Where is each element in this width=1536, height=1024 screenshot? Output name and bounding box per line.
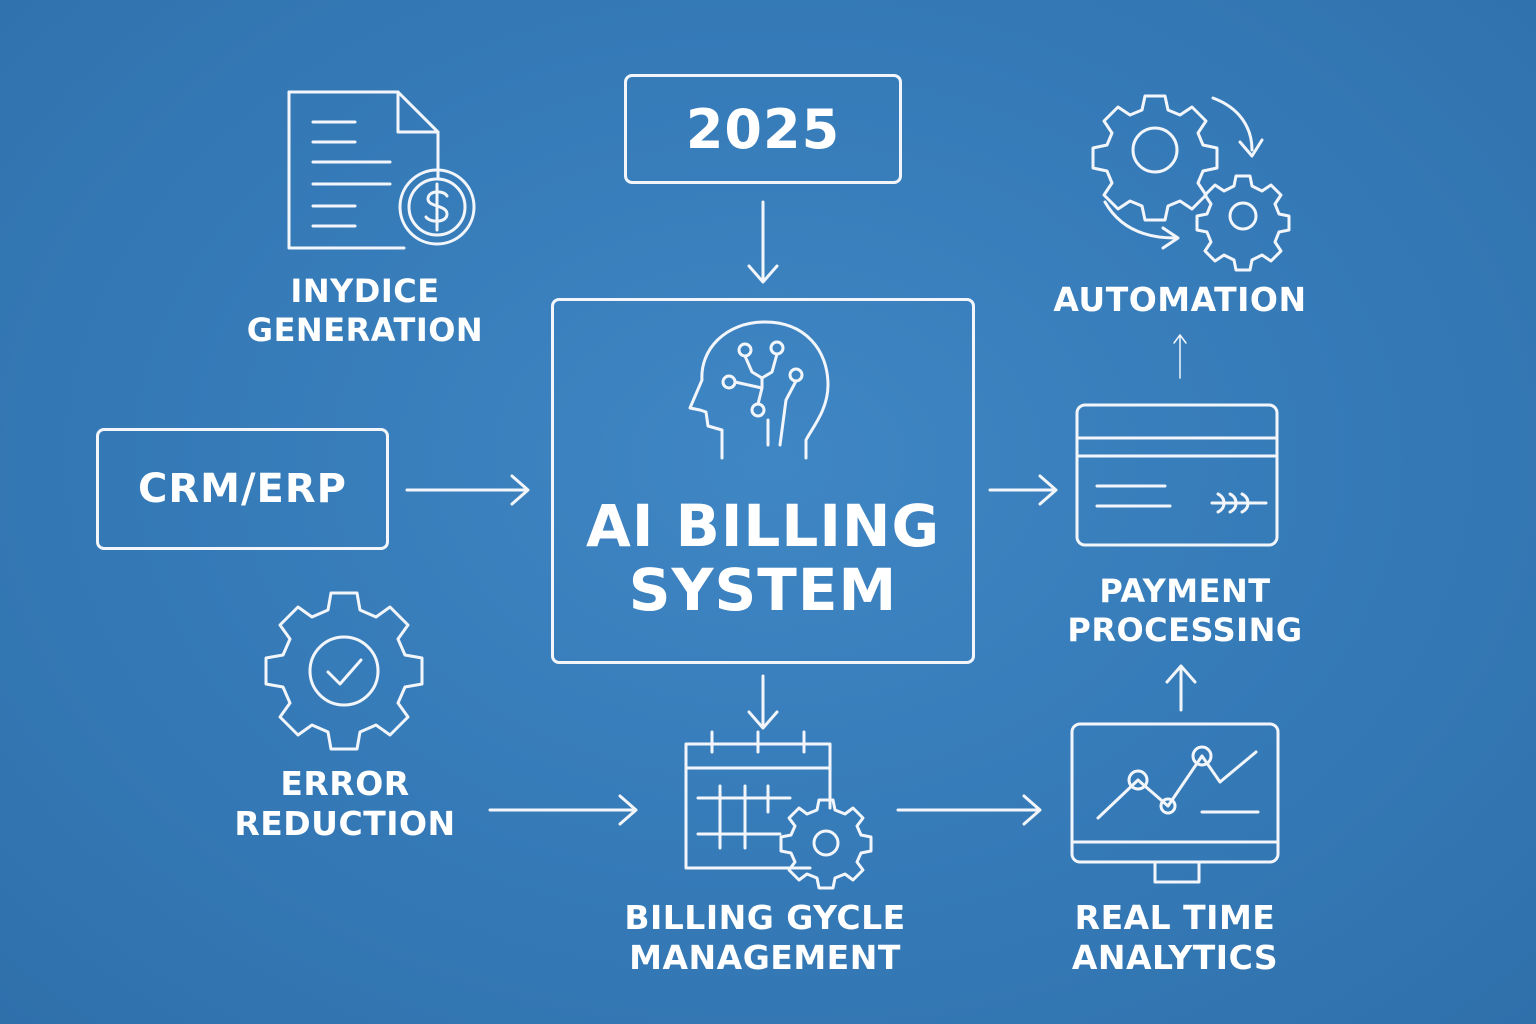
analytics-line2: ANALYTICS	[1071, 938, 1279, 978]
arrow-billing-to-analytics	[896, 794, 1042, 826]
payment-line1: PAYMENT	[1099, 572, 1271, 610]
error-line2: REDUCTION	[234, 804, 456, 844]
automation-label: AUTOMATION	[1040, 280, 1320, 320]
year-box: 2025	[624, 74, 902, 184]
crm-erp-box: CRM/ERP	[96, 428, 389, 550]
year-label: 2025	[685, 97, 841, 161]
invoice-line2: GENERATION	[246, 311, 484, 350]
billing-line2: MANAGEMENT	[629, 938, 901, 978]
center-title-line2: SYSTEM	[628, 556, 898, 625]
credit-card-icon	[1075, 403, 1279, 547]
crm-erp-label: CRM/ERP	[137, 466, 347, 512]
arrow-center-to-billing	[747, 674, 779, 730]
invoice-dollar-icon	[287, 90, 476, 250]
arrow-crm-to-center	[405, 474, 530, 506]
error-line1: ERROR	[280, 764, 410, 803]
gear-check-icon	[264, 591, 424, 751]
ai-head-icon	[688, 320, 830, 460]
arrow-payment-to-automation	[1173, 334, 1187, 379]
error-reduction-label: ERROR REDUCTION	[220, 764, 470, 845]
ai-billing-system-box: AI BILLING SYSTEM	[551, 298, 975, 664]
ai-billing-system-title: AI BILLING SYSTEM	[586, 495, 940, 623]
analytics-line1: REAL TIME	[1074, 898, 1276, 937]
calendar-gear-icon	[684, 730, 873, 890]
payment-line2: PROCESSING	[1067, 611, 1303, 650]
arrow-year-to-center	[747, 200, 779, 284]
invoice-line1: INYDICE	[290, 272, 440, 310]
payment-processing-label: PAYMENT PROCESSING	[1050, 572, 1320, 650]
automation-line: AUTOMATION	[1053, 280, 1307, 319]
center-title-line1: AI BILLING	[585, 492, 941, 561]
arrow-analytics-to-payment	[1165, 664, 1197, 712]
arrow-error-to-billing	[488, 794, 638, 826]
arrow-center-to-payment	[988, 474, 1058, 506]
gears-cycle-icon	[1091, 94, 1291, 272]
billing-line1: BILLING GYCLE	[624, 898, 906, 937]
monitor-chart-icon	[1070, 722, 1280, 884]
real-time-analytics-label: REAL TIME ANALYTICS	[1050, 898, 1300, 979]
billing-cycle-label: BILLING GYCLE MANAGEMENT	[600, 898, 930, 979]
invoice-generation-label: INYDICE GENERATION	[240, 272, 490, 350]
